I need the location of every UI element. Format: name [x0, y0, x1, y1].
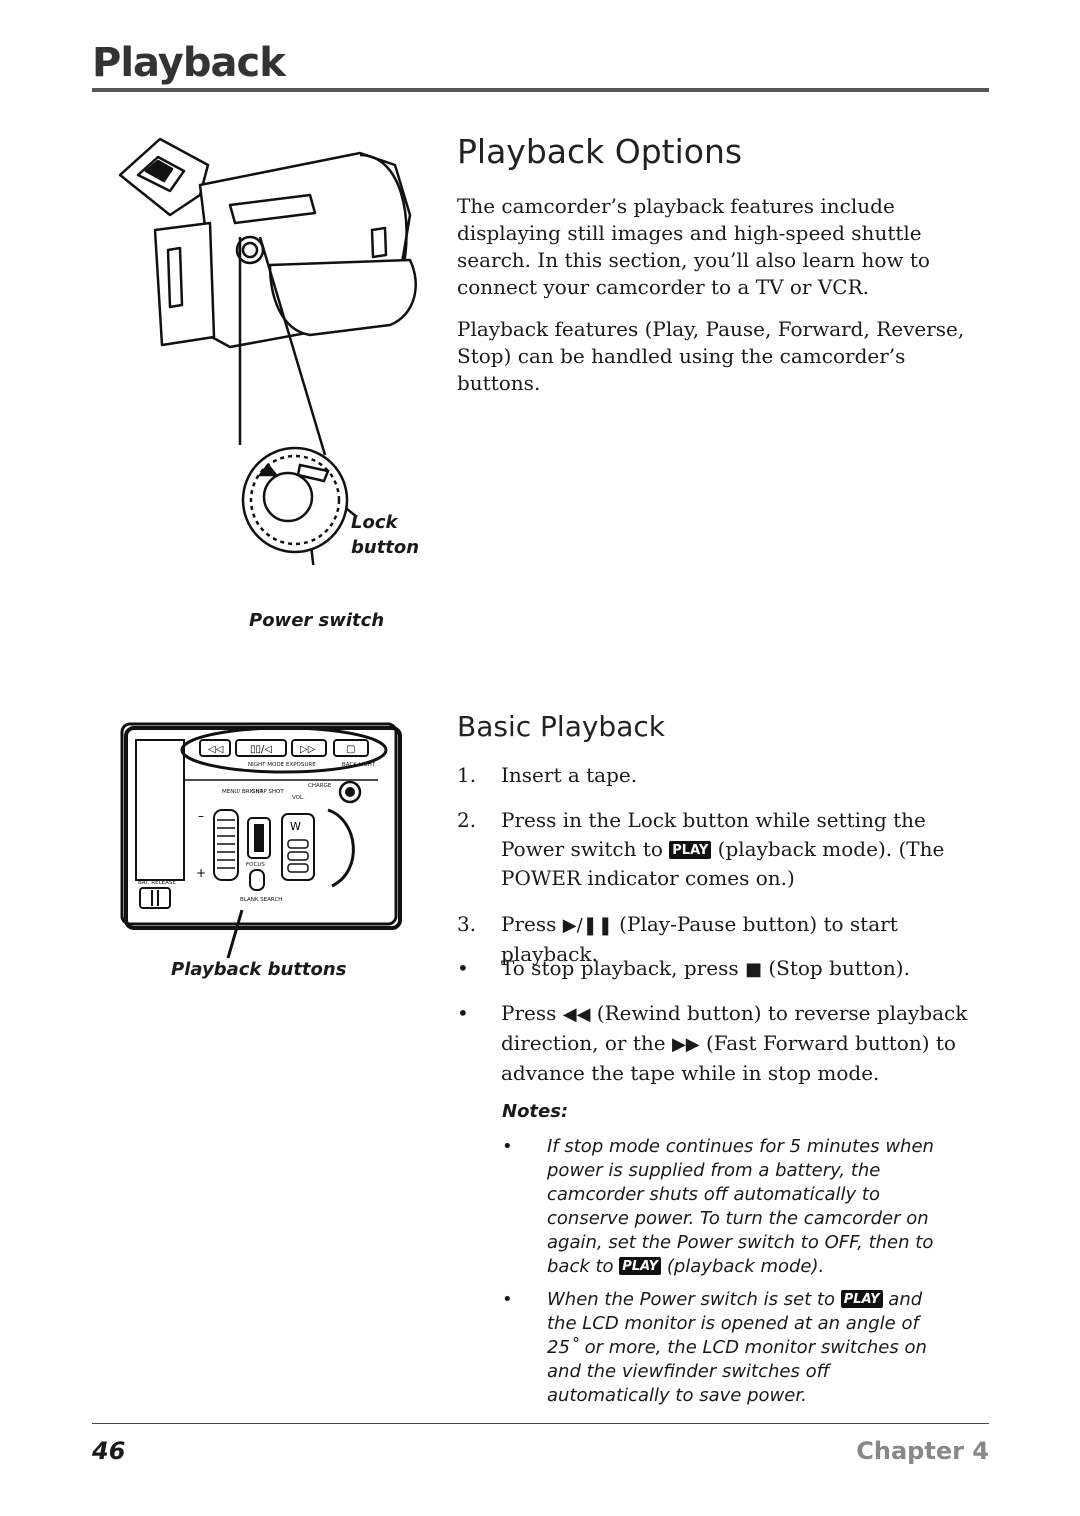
intro-paragraph: The camcorder’s playback features includ… [457, 194, 930, 299]
svg-text:+: + [196, 866, 206, 880]
play-pause-icon: ▶/❚❚ [562, 915, 613, 936]
step-number: 2. [457, 808, 477, 832]
camcorder-illustration [118, 137, 417, 565]
step-number: 3. [457, 912, 477, 936]
step-number: 1. [457, 763, 477, 787]
rewind-icon: ◀◀ [562, 1004, 591, 1025]
note-text: If stop mode continues for 5 minutes whe… [547, 1136, 934, 1277]
menu-bright-label: MENU/ BRIGHT [222, 789, 264, 795]
fast-forward-icon: ▶▶ [671, 1034, 700, 1055]
playback-buttons-illustration: ◁◁ ▯▯/◁ ▷▷ ▢ NIGHT MODE EXPOSURE BACK LI… [120, 722, 402, 959]
step-text: Press ▶/❚❚ (Play-Pause button) to start … [501, 912, 898, 966]
bullet-stop: • To stop playback, press ■ (Stop button… [457, 954, 987, 984]
svg-text:▷▷: ▷▷ [300, 744, 316, 755]
header-rule [92, 88, 989, 92]
step-2: 2. Press in the Lock button while settin… [457, 806, 987, 893]
note-text: When the Power switch is set to PLAY and… [547, 1289, 927, 1406]
section-title-basic-playback: Basic Playback [457, 710, 665, 743]
lock-button-label: Lock button [351, 510, 419, 560]
playback-buttons-label: Playback buttons [171, 959, 347, 980]
note-item: • If stop mode continues for 5 minutes w… [502, 1135, 942, 1279]
night-mode-label: NIGHT MODE [248, 762, 285, 768]
charge-label: CHARGE [308, 783, 332, 789]
footer-rule [92, 1423, 989, 1424]
step-text: Insert a tape. [501, 763, 638, 787]
svg-text:◁◁: ◁◁ [208, 744, 224, 755]
lock-label-line2: button [351, 537, 420, 558]
play-mode-icon: PLAY [669, 841, 712, 859]
stop-icon: ■ [744, 959, 762, 980]
bullet: • [457, 1001, 469, 1025]
bullet: • [457, 956, 469, 980]
vol-label: VOL. [292, 795, 305, 801]
back-light-label: BACK LIGHT [342, 762, 376, 768]
bullet: • [502, 1136, 513, 1157]
svg-text:–: – [198, 809, 204, 823]
snapshot-label: SNAP SHOT [252, 789, 284, 795]
step-3: 3. Press ▶/❚❚ (Play-Pause button) to sta… [457, 910, 987, 969]
notes-title: Notes: [502, 1101, 569, 1122]
bullet-text: Press ◀◀ (Rewind button) to reverse play… [501, 1001, 968, 1085]
step-text: Press in the Lock button while setting t… [501, 808, 945, 890]
blank-search-label: BLANK SEARCH [240, 897, 282, 903]
power-switch-label: Power switch [249, 610, 385, 631]
svg-text:▯▯/◁: ▯▯/◁ [250, 744, 272, 755]
svg-text:▢: ▢ [346, 744, 355, 755]
focus-label: FOCUS [246, 862, 265, 868]
page-number: 46 [92, 1437, 126, 1465]
exposure-label: EXPOSURE [286, 762, 316, 768]
section-title-playback-options: Playback Options [457, 132, 743, 171]
play-mode-icon: PLAY [840, 1290, 883, 1308]
bullet-rewind: • Press ◀◀ (Rewind button) to reverse pl… [457, 999, 987, 1088]
note-item: • When the Power switch is set to PLAY a… [502, 1288, 942, 1408]
running-header: Playback [92, 40, 286, 86]
step-1: 1. Insert a tape. [457, 761, 987, 790]
bullet-text: To stop playback, press ■ (Stop button). [501, 956, 910, 980]
w-label: W [290, 820, 301, 833]
bat-release-label: BAT. RELEASE [138, 880, 176, 886]
bullet: • [502, 1289, 513, 1310]
features-paragraph: Playback features (Play, Pause, Forward,… [457, 317, 965, 395]
play-mode-icon: PLAY [619, 1257, 662, 1275]
lock-label-line1: Lock [351, 512, 398, 533]
chapter-label: Chapter 4 [856, 1437, 989, 1465]
